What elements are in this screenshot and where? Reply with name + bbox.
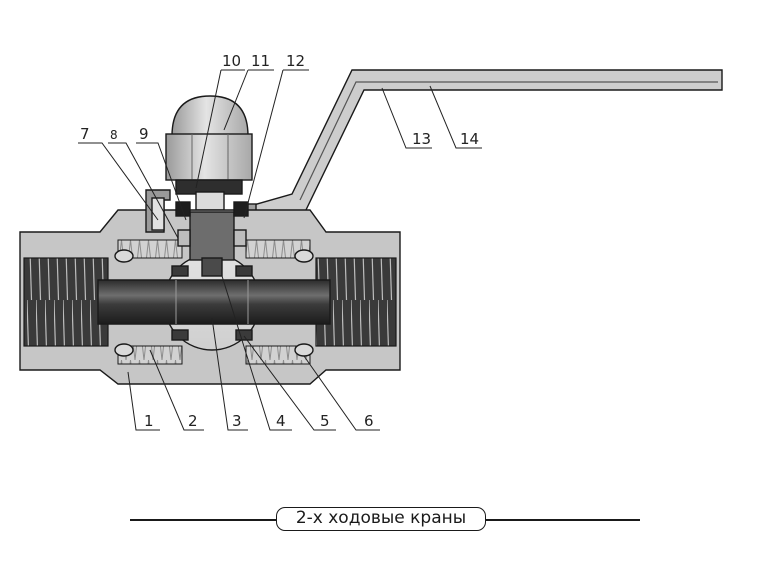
callout-labels: 10 11 12 7 8 9 13 14 1 2 3 4 5 6: [80, 52, 479, 430]
callout-7: 7: [80, 125, 90, 143]
callout-6: 6: [364, 412, 374, 430]
caption-rule-right: [486, 519, 640, 521]
callout-14: 14: [460, 130, 479, 148]
callout-11: 11: [251, 52, 270, 70]
leader-lines: [78, 69, 482, 431]
stem: [175, 201, 249, 277]
callout-12: 12: [286, 52, 305, 70]
callout-9: 9: [139, 125, 149, 143]
callout-8: 8: [110, 128, 118, 142]
callout-13: 13: [412, 130, 431, 148]
callout-3: 3: [232, 412, 242, 430]
callout-1: 1: [144, 412, 154, 430]
callout-4: 4: [276, 412, 286, 430]
callout-5: 5: [320, 412, 330, 430]
caption: 2-х ходовые краны: [130, 505, 640, 535]
callout-10: 10: [222, 52, 241, 70]
caption-rule-left: [130, 519, 276, 521]
flow-bore: [97, 279, 331, 325]
callout-2: 2: [188, 412, 198, 430]
caption-label: 2-х ходовые краны: [276, 507, 486, 531]
cap-nut: [165, 95, 253, 211]
